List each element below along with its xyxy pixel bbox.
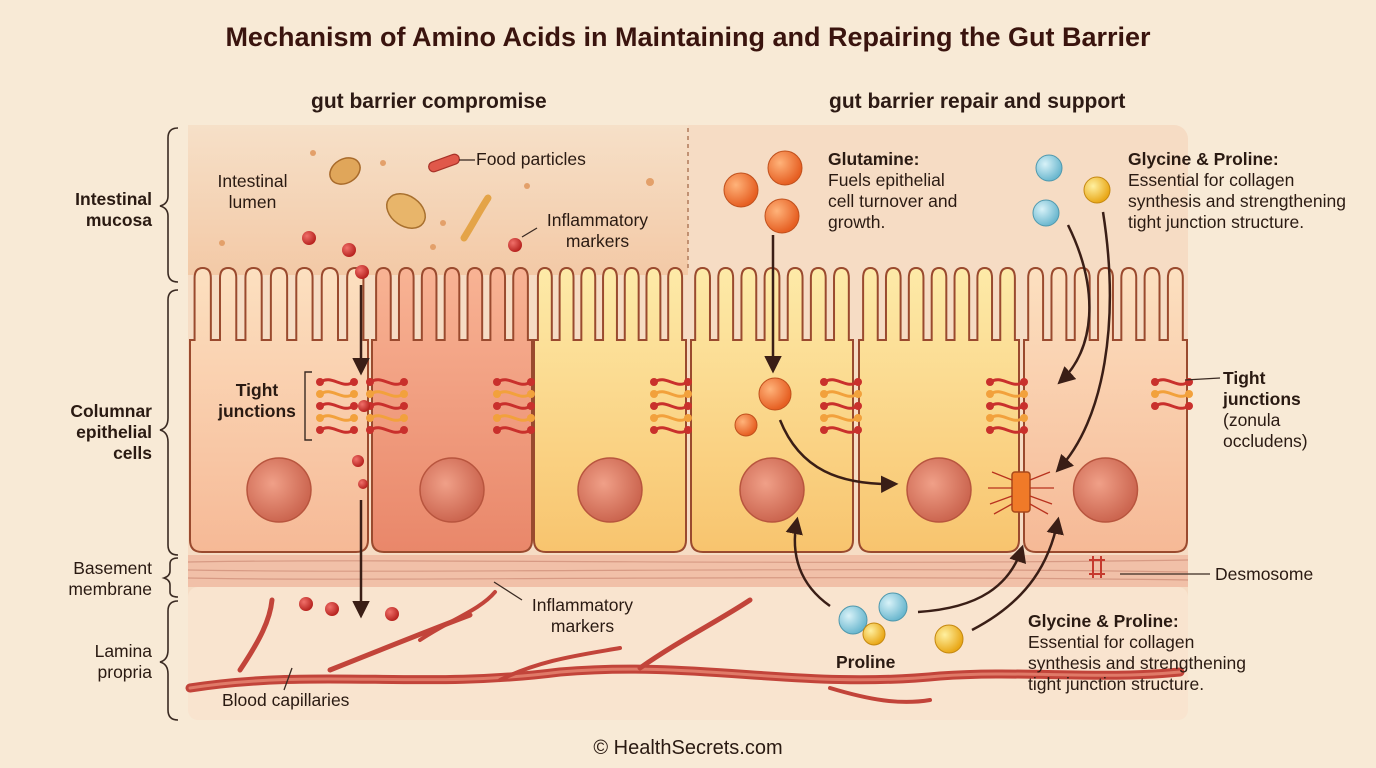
inflammatory-marker <box>355 265 369 279</box>
inflammatory-marker <box>352 455 364 467</box>
right-heading: gut barrier repair and support <box>829 90 1126 113</box>
inflammatory-marker <box>299 597 313 611</box>
proline-molecule <box>1083 176 1111 204</box>
glutamine-molecule <box>767 150 803 186</box>
label-proline: Proline <box>836 652 896 672</box>
inflammatory-marker <box>358 400 370 412</box>
leader-lines <box>283 159 1221 691</box>
epithelial-cell <box>533 266 687 553</box>
glycine-proline-info-bottom: Glycine & Proline: Essential for collage… <box>1028 611 1246 694</box>
tight-junction <box>986 378 1028 434</box>
tight-junction-bracket <box>304 371 312 441</box>
lamina-propria <box>188 587 1188 720</box>
nucleus <box>419 457 485 523</box>
label-tight-junctions-right: Tight junctions (zonula occludens) <box>1223 368 1308 451</box>
food-particle <box>329 157 361 185</box>
glycine-molecules <box>838 154 1063 635</box>
page-title: Mechanism of Amino Acids in Maintaining … <box>225 22 1151 52</box>
epithelial-cell <box>858 266 1020 553</box>
proline-molecule <box>862 622 886 646</box>
inflammatory-marker <box>342 243 356 257</box>
epithelial-cell <box>1023 266 1188 553</box>
food-particle <box>386 193 426 229</box>
glutamine-molecule <box>723 172 759 208</box>
nucleus <box>577 457 643 523</box>
inflammatory-marker <box>385 607 399 621</box>
tight-junction <box>493 378 535 434</box>
food-particle <box>428 153 460 173</box>
label-food-particles: Food particles <box>476 149 586 169</box>
nucleus <box>1072 457 1139 523</box>
copyright-credit: © HealthSecrets.com <box>593 737 783 759</box>
label-desmosome: Desmosome <box>1215 564 1314 584</box>
tight-junction <box>650 378 692 434</box>
repair-arrows <box>764 211 1111 632</box>
inflammatory-marker <box>358 479 368 489</box>
glutamine-molecules <box>723 150 803 437</box>
tight-junction <box>1151 378 1193 410</box>
glutamine-info: Glutamine: Fuels epithelial cell turnove… <box>828 149 958 232</box>
glycine-molecule <box>878 592 908 622</box>
glycine-molecule <box>838 605 868 635</box>
proline-molecule <box>934 624 964 654</box>
glycine-molecule <box>1035 154 1063 182</box>
nucleus <box>739 457 805 523</box>
left-heading: gut barrier compromise <box>311 90 547 113</box>
repaired-junction <box>988 471 1054 515</box>
epithelial-cell <box>371 266 533 553</box>
desmosome <box>1089 556 1105 578</box>
nucleus <box>246 457 312 523</box>
glycine-molecule <box>1032 199 1060 227</box>
inflammatory-markers <box>299 231 522 621</box>
blood-capillaries <box>185 590 1185 704</box>
food-particle <box>460 194 492 242</box>
tight-junction <box>316 378 358 434</box>
glutamine-molecule <box>758 377 792 411</box>
tight-junction <box>820 378 862 434</box>
glycine-proline-info-top: Glycine & Proline: Essential for collage… <box>1128 149 1346 232</box>
food-particles <box>219 150 654 250</box>
nucleus <box>906 457 972 523</box>
glutamine-molecule <box>734 413 758 437</box>
inflammatory-marker <box>508 238 522 252</box>
glutamine-molecule <box>764 198 800 234</box>
label-blood-capillaries: Blood capillaries <box>222 690 350 710</box>
inflammatory-marker <box>302 231 316 245</box>
epithelial-cells <box>189 266 1193 553</box>
lumen-area-left <box>188 125 688 275</box>
proline-molecules <box>862 176 1111 654</box>
layer-braces <box>159 127 179 721</box>
inflammatory-marker <box>325 602 339 616</box>
